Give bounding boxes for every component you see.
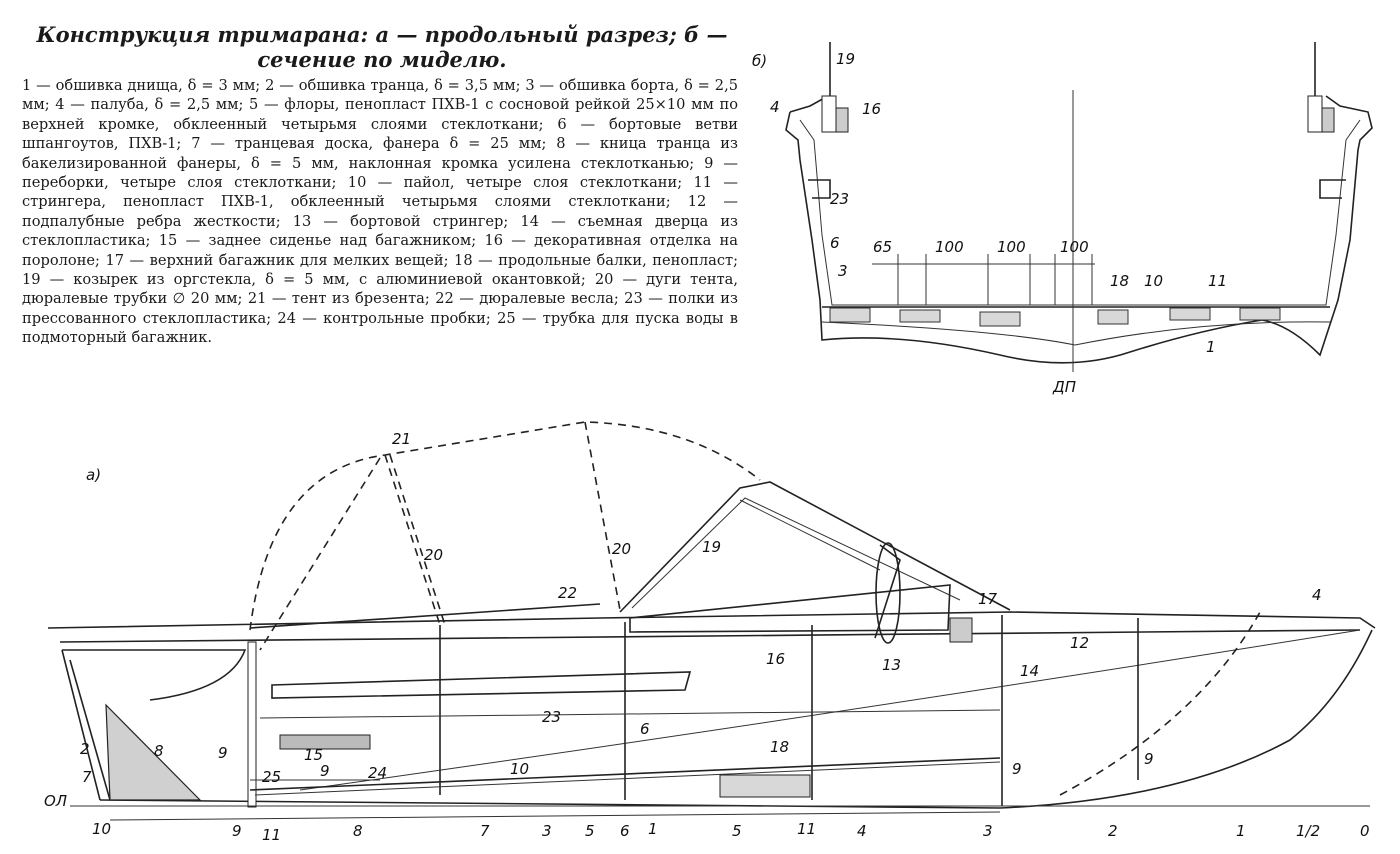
callout: 6: [640, 720, 650, 738]
callout: 3: [542, 822, 552, 840]
figure-title: Конструкция тримарана: а — продольный ра…: [36, 22, 728, 72]
callout: 16: [766, 650, 785, 668]
midship-section-drawing: б) 65 100 100: [752, 42, 1373, 396]
callout: 14: [1020, 662, 1039, 680]
callout: 21: [392, 430, 411, 448]
callout: 10: [1144, 272, 1163, 290]
station-number: 4: [857, 822, 867, 840]
callout: 11: [262, 826, 281, 844]
callout: 6: [830, 234, 840, 252]
callout: 9: [232, 822, 242, 840]
station-number: 7: [480, 822, 490, 840]
station-number: 6: [620, 822, 630, 840]
callout: 3: [838, 262, 848, 280]
callout: 24: [368, 764, 387, 782]
callout: 20: [612, 540, 631, 558]
callout: 25: [262, 768, 281, 786]
callout: 5: [585, 822, 595, 840]
callout: 17: [978, 590, 998, 608]
figure-caption: 1 — обшивка днища, δ = 3 мм; 2 — обшивка…: [22, 77, 738, 347]
callout: 23: [542, 708, 561, 726]
callout: 4: [770, 98, 780, 116]
callout: 18: [1110, 272, 1129, 290]
callout: 16: [862, 100, 881, 118]
callout: 9: [218, 744, 228, 762]
callout: 19: [702, 538, 721, 556]
callout: 9: [1144, 750, 1154, 768]
section-a-label: а): [86, 466, 101, 484]
station-number: 1: [1236, 822, 1246, 840]
callout: 1: [1206, 338, 1216, 356]
callout: 20: [424, 546, 443, 564]
station-number: 1/2: [1296, 822, 1320, 840]
callout: 10: [92, 820, 111, 838]
callout: 8: [154, 742, 164, 760]
callout: 2: [80, 740, 90, 758]
station-number: 3: [983, 822, 993, 840]
callout: 18: [770, 738, 789, 756]
callout: 23: [830, 190, 849, 208]
callout: 10: [510, 760, 529, 778]
station-number: 8: [353, 822, 363, 840]
callout: 19: [836, 50, 855, 68]
callout: 11: [1208, 272, 1227, 290]
station-number: 2: [1108, 822, 1118, 840]
dimension-label: 100: [997, 238, 1026, 256]
callout: 9: [1012, 760, 1022, 778]
callout: 4: [1312, 586, 1322, 604]
station-number: 5: [732, 822, 742, 840]
callout: 9: [320, 762, 330, 780]
centerline-label: ДП: [1052, 378, 1076, 396]
baseline-label: ОЛ: [44, 792, 67, 810]
callout: 22: [558, 584, 577, 602]
callout: 1: [648, 820, 658, 838]
dimension-label: 65: [873, 238, 892, 256]
dimension-label: 100: [1060, 238, 1089, 256]
station-number: 0: [1360, 822, 1370, 840]
callout: 7: [82, 768, 92, 786]
callout: 13: [882, 656, 901, 674]
callout: 11: [797, 820, 816, 838]
callout: 12: [1070, 634, 1089, 652]
section-b-label: б): [752, 52, 767, 70]
callout: 15: [304, 746, 323, 764]
longitudinal-section-drawing: а): [44, 421, 1376, 844]
dimension-label: 100: [935, 238, 964, 256]
